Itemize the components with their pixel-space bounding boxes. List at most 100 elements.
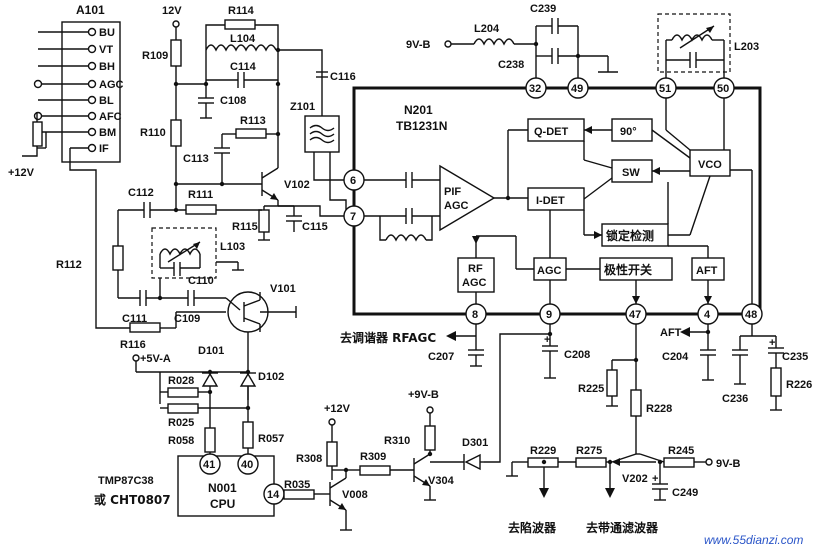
pin-7-label: 7 [350, 211, 356, 223]
pin-47-label: 47 [629, 309, 641, 321]
v202-label: V202 [622, 473, 648, 485]
plus12v-q-label: +12V [324, 403, 351, 415]
top-power-filter: 9V-B L204 C239 C238 [406, 3, 618, 78]
pin-51-label: 51 [659, 83, 671, 95]
r275-label: R275 [576, 445, 602, 457]
pin-32-label: 32 [529, 83, 541, 95]
cpu-pin-41-label: 41 [203, 459, 215, 471]
c208-plus: + [544, 334, 550, 346]
r110-label: R110 [140, 127, 166, 139]
r310-label: R310 [384, 435, 410, 447]
c204-label: C204 [662, 351, 689, 363]
c110-label: C110 [188, 275, 214, 287]
plus9vb-label: +9V-B [408, 389, 439, 401]
r309-label: R309 [360, 451, 386, 463]
pin-50-label: 50 [717, 83, 729, 95]
tuner-rfagc-label: 去调谐器 RFAGC [340, 330, 436, 345]
top-left-network: 12V R109 R110 R114 L104 C114 C108 [140, 5, 323, 184]
v102-stage: R113 C113 V102 R115 C115 [173, 115, 346, 241]
bandpass-label: 去带通滤波器 [586, 520, 659, 535]
c235-label: C235 [782, 351, 808, 363]
c249-label: C249 [672, 487, 698, 499]
n201-name: N201 [404, 103, 433, 117]
rf-label: RF [468, 263, 483, 275]
v12-top-label: 12V [162, 5, 182, 17]
l203-block: L203 [657, 13, 759, 78]
lock-detect-label: 锁定检测 [606, 228, 654, 243]
r226-label: R226 [786, 379, 812, 391]
c238-label: C238 [498, 59, 524, 71]
a101-module: A101 BU VT BH AGC BL AFC BM IF +12V [8, 3, 124, 179]
agc-block-label: AGC [537, 265, 562, 277]
v202-stage: V202 R229 R275 R245 9V-B + C249 去陷波器 去 [506, 445, 741, 535]
r245-label: R245 [668, 445, 694, 457]
c109-label: C109 [174, 313, 200, 325]
plus12v-left-label: +12V [8, 167, 35, 179]
v101-stage: C111 C109 V101 R116 [118, 278, 297, 400]
r058-label: R058 [168, 435, 194, 447]
r035-label: R035 [284, 479, 310, 491]
z101-label: Z101 [290, 101, 315, 113]
a101-pin-afc: AFC [99, 111, 122, 123]
pin-48-label: 48 [745, 309, 757, 321]
n201-part: TB1231N [396, 119, 447, 133]
r025-label: R025 [168, 417, 194, 429]
l203-label: L203 [734, 41, 759, 53]
pin-9-label: 9 [546, 309, 552, 321]
d102-label: D102 [258, 371, 284, 383]
pin-4-label: 4 [704, 309, 711, 321]
a101-pin-vt: VT [99, 44, 113, 56]
a101-pin-if: IF [99, 143, 109, 155]
r028-label: R028 [168, 375, 194, 387]
cpu-pin-40-label: 40 [241, 459, 253, 471]
c113-label: C113 [183, 153, 209, 165]
c111-label: C111 [122, 313, 147, 325]
cpu-label: CPU [210, 497, 235, 511]
r114-label: R114 [228, 5, 255, 17]
c249-plus: + [652, 473, 658, 485]
r229-label: R229 [530, 445, 556, 457]
r308-label: R308 [296, 453, 322, 465]
c115-label: C115 [302, 221, 328, 233]
r113-label: R113 [240, 115, 266, 127]
c114-label: C114 [230, 61, 257, 73]
pif-agc-label: AGC [444, 200, 469, 212]
r116-label: R116 [120, 339, 146, 351]
r112-label: R112 [56, 259, 82, 271]
v5a-label: +5V-A [140, 353, 171, 365]
qdet-label: Q-DET [534, 126, 569, 138]
d301-label: D301 [462, 437, 488, 449]
cpu-name: N001 [208, 481, 237, 495]
cpu-part2: 或 CHT0807 [94, 492, 171, 507]
r115-label: R115 [232, 221, 258, 233]
pin-6-label: 6 [350, 175, 356, 187]
r225-label: R225 [578, 383, 604, 395]
r057-label: R057 [258, 433, 284, 445]
aft-out-label: AFT [660, 327, 682, 339]
c116-label: C116 [330, 71, 356, 83]
v101-label: V101 [270, 283, 296, 295]
r111-label: R111 [188, 189, 213, 201]
trap-label: 去陷波器 [508, 520, 557, 535]
r109-label: R109 [142, 50, 168, 62]
z101-c116: Z101 C116 [290, 71, 356, 216]
idet-label: I-DET [536, 195, 565, 207]
v008-v304-stage: +12V R308 V008 R309 V304 +9V-B R310 [296, 389, 488, 531]
n201-ic: N201 TB1231N 6 7 8 9 47 4 48 32 49 51 50 [343, 77, 763, 325]
v008-label: V008 [342, 489, 368, 501]
a101-label: A101 [76, 3, 105, 17]
cpu-part1: TMP87C38 [98, 475, 154, 487]
l103-label: L103 [220, 241, 245, 253]
cpu-pin-41 [199, 453, 221, 475]
v9b-top-label: 9V-B [406, 39, 431, 51]
a101-pin-bl: BL [99, 95, 114, 107]
polarity-switch-label: 极性开关 [604, 262, 652, 277]
c208-label: C208 [564, 349, 590, 361]
c108-label: C108 [220, 95, 246, 107]
sw-label: SW [622, 167, 640, 179]
v102-label: V102 [284, 179, 310, 191]
d101-label: D101 [198, 345, 224, 357]
aft-block-label: AFT [696, 265, 718, 277]
